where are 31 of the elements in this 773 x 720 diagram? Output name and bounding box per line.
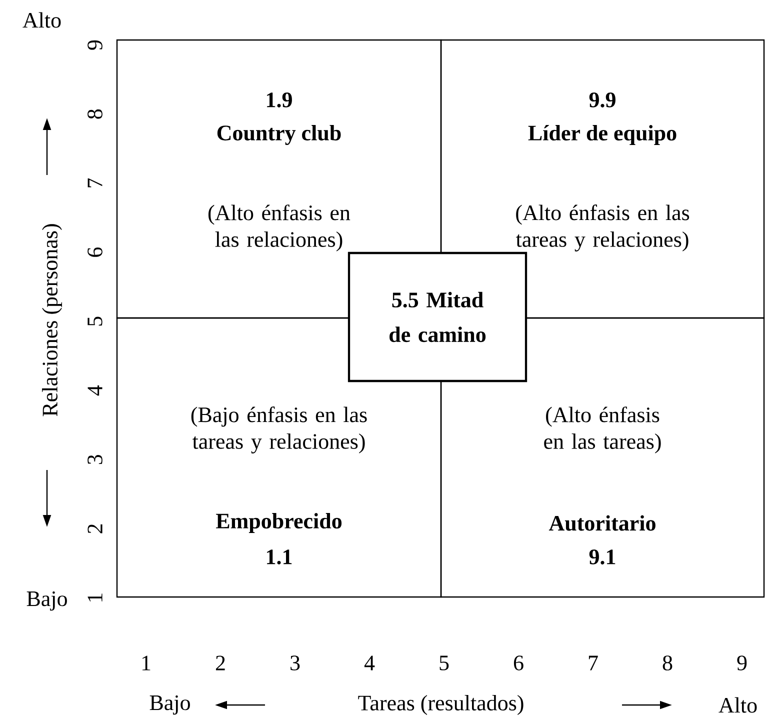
- tick-label: 6: [88, 247, 102, 257]
- axis-title: Tareas (resultados): [358, 695, 524, 715]
- quadrant-heading: Country club: [217, 125, 341, 145]
- tick-label: 1: [142, 656, 150, 670]
- quadrant-heading: Autoritario: [548, 515, 656, 531]
- axis-end-label: Alto: [22, 12, 61, 28]
- center-box: 5.5 Mitad de camino: [348, 252, 528, 382]
- tick-label: 5: [88, 316, 102, 326]
- quadrant-heading: 1.1: [267, 550, 292, 564]
- quadrant-heading: Líder de equipo: [528, 125, 676, 145]
- tick-label: 8: [662, 656, 672, 670]
- tick-label: 7: [588, 656, 598, 670]
- tick-label: 6: [514, 656, 524, 670]
- tick-label: 2: [216, 656, 225, 670]
- quadrant-heading: 9.1: [589, 550, 616, 564]
- axis-end-label: Alto: [718, 697, 757, 713]
- quadrant-description: (Alto énfasis en las tareas y relaciones): [516, 204, 690, 252]
- axis-end-label: Bajo: [150, 695, 190, 715]
- axis-title: Relaciones (personas): [42, 224, 62, 416]
- quadrant-description: (Alto énfasis en las tareas): [544, 406, 661, 454]
- quadrant-heading: Empobrecido: [216, 513, 342, 533]
- tick-label: 4: [364, 656, 375, 670]
- quadrant-description: (Bajo énfasis en las tareas y relaciones): [191, 406, 367, 454]
- quadrant-heading: 1.9: [267, 92, 292, 108]
- quadrant-heading: 9.9: [589, 92, 616, 108]
- tick-label: 1: [88, 594, 102, 602]
- quadrant-description: (Alto énfasis en las relaciones): [208, 204, 350, 252]
- tick-label: 5: [440, 656, 449, 670]
- tick-label: 9: [737, 656, 747, 670]
- axis-end-label: Bajo: [26, 591, 67, 611]
- tick-label: 3: [290, 656, 300, 670]
